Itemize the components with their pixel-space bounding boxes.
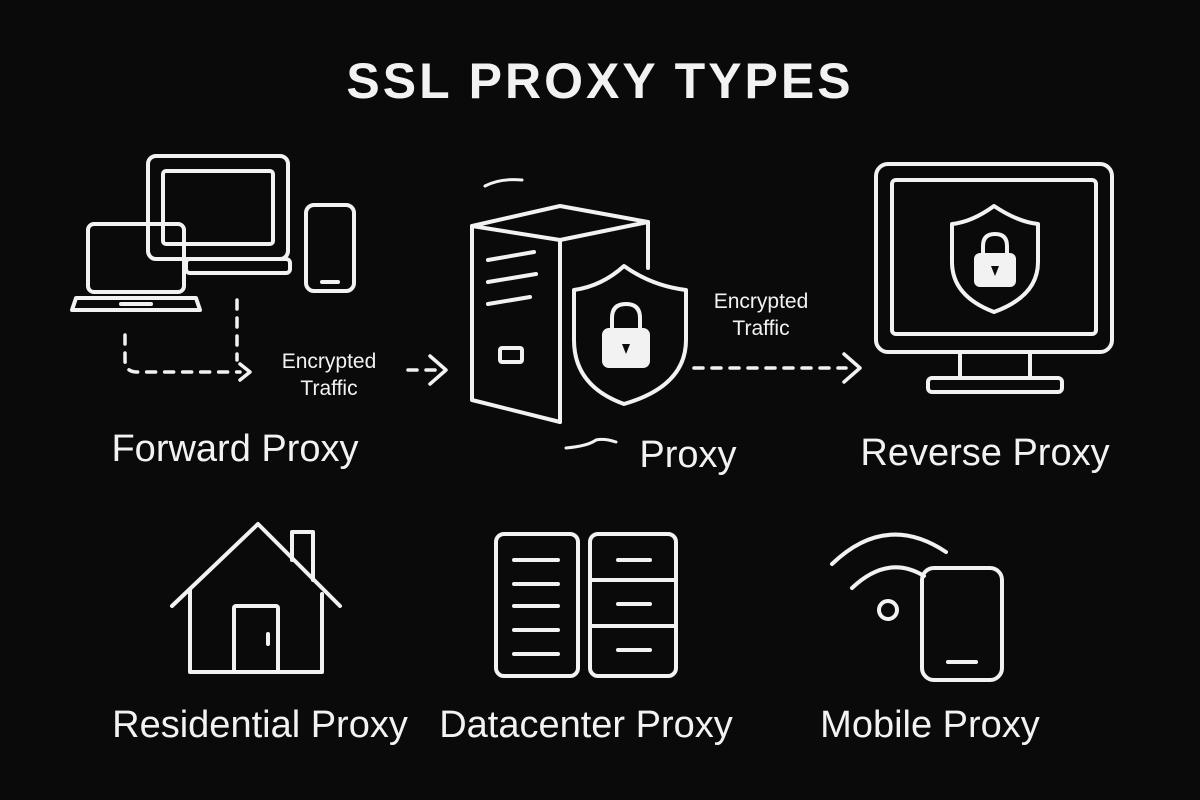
- proxy-label: Proxy: [639, 434, 737, 476]
- traffic-label-line2: Traffic: [732, 317, 790, 340]
- phone-wifi-icon: [830, 532, 1004, 682]
- forward-traffic-label: Encrypted Traffic: [262, 348, 396, 402]
- datacenter-proxy-label: Datacenter Proxy: [439, 704, 733, 746]
- traffic-label-line1: Encrypted: [281, 350, 377, 373]
- house-icon: [170, 522, 342, 674]
- diagram-title: SSL PROXY TYPES: [346, 53, 854, 109]
- traffic-label-line2: Traffic: [300, 377, 358, 400]
- traffic-label-line1: Encrypted: [713, 290, 809, 313]
- mobile-proxy-label: Mobile Proxy: [820, 704, 1040, 746]
- monitor-shield-icon: [874, 162, 1114, 394]
- server-shield-icon: [470, 178, 688, 450]
- arrowhead-icon: [428, 354, 448, 386]
- server-rack-icon: [494, 532, 678, 678]
- arrowhead-icon: [238, 362, 252, 382]
- reverse-traffic-label: Encrypted Traffic: [694, 288, 828, 342]
- arrowhead-icon: [842, 352, 862, 384]
- forward-traffic-arrow: [123, 298, 438, 374]
- reverse-proxy-label: Reverse Proxy: [860, 432, 1110, 474]
- residential-proxy-label: Residential Proxy: [112, 704, 408, 746]
- devices-icon: [70, 154, 356, 312]
- forward-proxy-label: Forward Proxy: [111, 428, 359, 470]
